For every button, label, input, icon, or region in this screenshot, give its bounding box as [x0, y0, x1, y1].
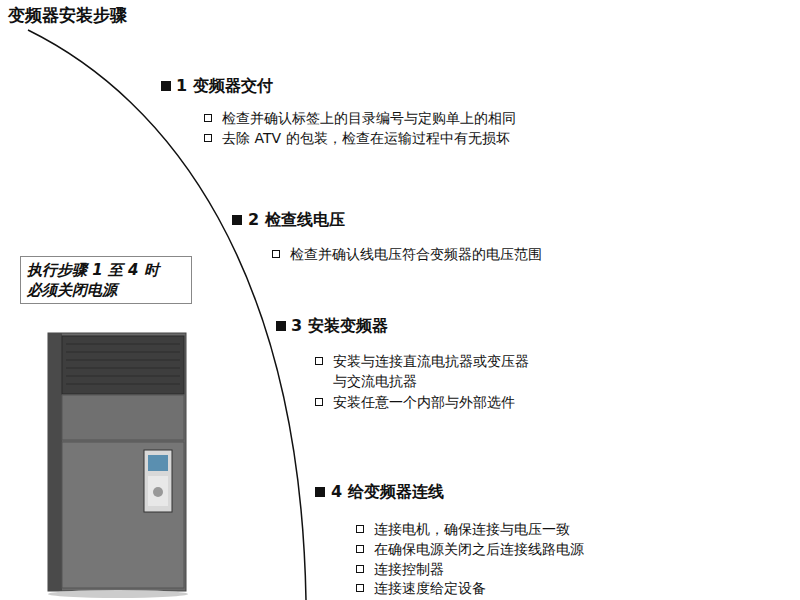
step-heading: 2 检查线电压 [248, 210, 345, 231]
step-item: 安装与连接直流电抗器或变压器 与交流电抗器 [333, 351, 563, 391]
step-item: 连接控制器 [374, 559, 444, 579]
step-heading: 4 给变频器连线 [331, 482, 444, 503]
step-item: 检查并确认标签上的目录编号与定购单上的相同 [222, 108, 516, 128]
step-item: 在确保电源关闭之后连接线路电源 [374, 539, 584, 559]
step-heading: 3 安装变频器 [291, 316, 388, 337]
step-item: 连接速度给定设备 [374, 578, 486, 598]
step-item: 安装任意一个内部与外部选件 [333, 392, 515, 412]
warning-note: 执行步骤 1 至 4 时 必须关闭电源 [20, 256, 192, 304]
step-item: 连接电机，确保连接与电压一致 [374, 519, 570, 539]
step-heading: 1 变频器交付 [176, 76, 273, 97]
note-text: 执行步骤 1 至 4 时 必须关闭电源 [27, 260, 185, 300]
diagram-title: 变频器安装步骤 [8, 4, 127, 27]
drive-illustration [48, 333, 188, 598]
step-item: 去除 ATV 的包装，检查在运输过程中有无损坏 [222, 128, 510, 148]
step-item: 检查并确认线电压符合变频器的电压范围 [290, 244, 542, 264]
